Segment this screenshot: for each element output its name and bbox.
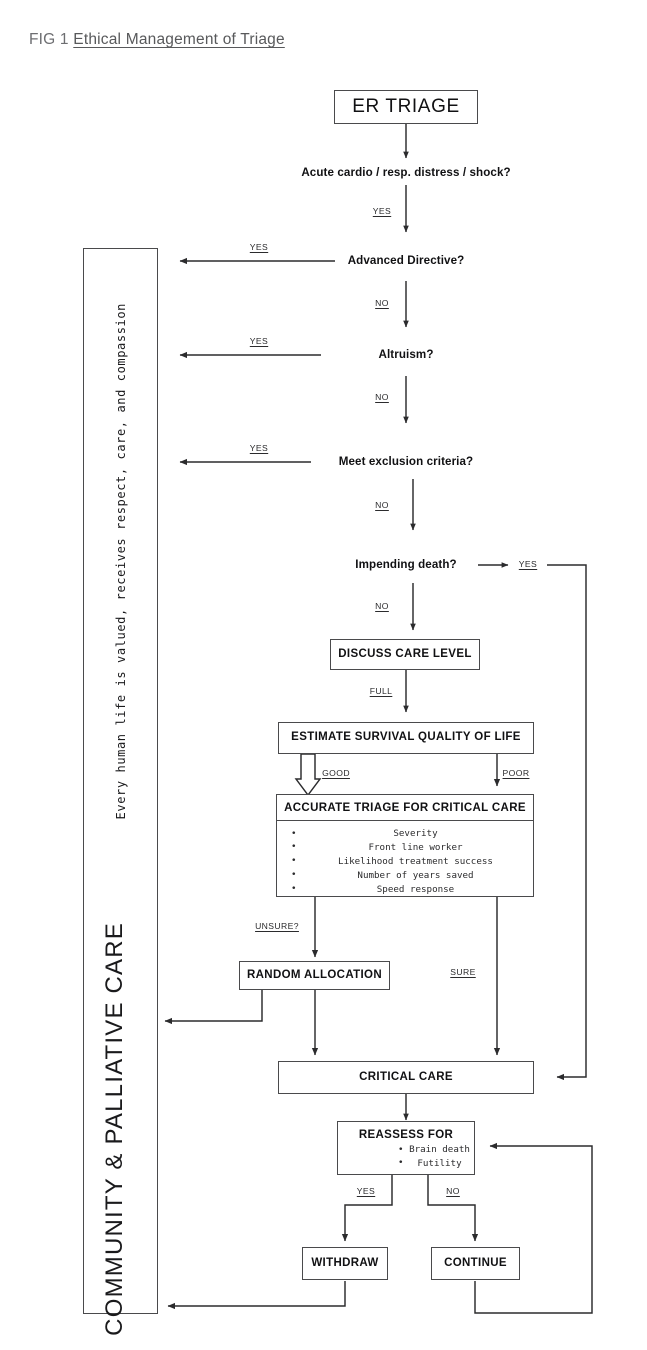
list-item: Severity — [291, 827, 529, 841]
edge-label-full: FULL — [369, 686, 393, 696]
list-item: Speed response — [291, 882, 529, 897]
node-random-allocation[interactable]: RANDOM ALLOCATION — [239, 961, 390, 990]
edge-label-exclusion-yes: YES — [249, 443, 269, 453]
node-critical-care[interactable]: CRITICAL CARE — [278, 1061, 534, 1094]
node-discuss-care-level-label: DISCUSS CARE LEVEL — [338, 647, 472, 660]
edge-reassess-no — [427, 1175, 479, 1242]
node-reassess-for-title: REASSESS FOR — [358, 1129, 454, 1141]
edge-label-ad-no: NO — [375, 298, 389, 308]
edge-label-reassess-yes: YES — [356, 1186, 376, 1196]
edge-continue-loop — [474, 1142, 593, 1314]
node-reassess-for-list: Brain death Futility — [338, 1142, 474, 1175]
node-accurate-triage-title: ACCURATE TRIAGE FOR CRITICAL CARE — [277, 795, 533, 821]
list-item: Likelihood treatment success — [291, 854, 529, 869]
edge-reassess-yes — [341, 1175, 393, 1242]
edge-label-exclusion-no: NO — [375, 500, 389, 510]
node-discuss-care-level[interactable]: DISCUSS CARE LEVEL — [330, 639, 480, 670]
list-item: Futility — [398, 1156, 470, 1171]
node-continue[interactable]: CONTINUE — [431, 1247, 520, 1280]
edge-label-unsure: UNSURE? — [255, 921, 299, 931]
node-estimate-survival-label: ESTIMATE SURVIVAL QUALITY OF LIFE — [291, 731, 521, 744]
node-estimate-survival[interactable]: ESTIMATE SURVIVAL QUALITY OF LIFE — [278, 722, 534, 754]
question-altruism: Altruism? — [378, 348, 434, 361]
edge-label-impending-no: NO — [375, 601, 389, 611]
edge-label-altruism-no: NO — [375, 392, 389, 402]
node-continue-label: CONTINUE — [444, 1256, 507, 1269]
list-item: Front line worker — [291, 840, 529, 855]
panel-title-text: COMMUNITY & PALLIATIVE CARE — [101, 922, 128, 1336]
node-er-triage[interactable]: ER TRIAGE — [334, 90, 478, 124]
edge-impending-yes-rail — [547, 564, 587, 1081]
edge-label-sure: SURE — [450, 967, 476, 977]
question-exclusion-criteria: Meet exclusion criteria? — [338, 455, 474, 468]
node-withdraw-label: WITHDRAW — [311, 1256, 379, 1269]
node-random-allocation-label: RANDOM ALLOCATION — [247, 968, 382, 981]
community-palliative-care-panel — [83, 248, 158, 1314]
question-acute-distress: Acute cardio / resp. distress / shock? — [301, 166, 511, 179]
node-reassess-for[interactable]: REASSESS FOR Brain death Futility — [337, 1121, 475, 1175]
list-item: Number of years saved — [291, 868, 529, 883]
question-impending-death: Impending death? — [355, 558, 457, 571]
edge-label-reassess-no: NO — [446, 1186, 460, 1196]
edge-label-ad-yes: YES — [249, 242, 269, 252]
node-accurate-triage[interactable]: ACCURATE TRIAGE FOR CRITICAL CARE Severi… — [276, 794, 534, 897]
figure-caption: FIG 1 Ethical Management of Triage — [29, 31, 285, 49]
list-item: Brain death — [398, 1143, 470, 1157]
node-critical-care-label: CRITICAL CARE — [359, 1070, 453, 1083]
figure-title: Ethical Management of Triage — [73, 31, 285, 48]
edge-label-impending-yes: YES — [518, 559, 538, 569]
question-advanced-directive: Advanced Directive? — [347, 254, 465, 267]
edge-label-acute-yes: YES — [372, 206, 392, 216]
edge-label-good: GOOD — [322, 768, 350, 778]
edge-random-to-panel — [164, 990, 263, 1025]
panel-subtitle-text: Every human life is valued, receives res… — [114, 303, 128, 820]
node-accurate-triage-list: Severity Front line worker Likelihood tr… — [277, 821, 533, 903]
node-er-triage-label: ER TRIAGE — [352, 96, 460, 118]
edge-label-altruism-yes: YES — [249, 336, 269, 346]
figure-number: FIG 1 — [29, 31, 69, 48]
edge-withdraw-to-panel — [167, 1281, 346, 1310]
node-withdraw[interactable]: WITHDRAW — [302, 1247, 388, 1280]
edge-good-hollow-arrow — [294, 753, 322, 797]
edge-label-poor: POOR — [502, 768, 530, 778]
